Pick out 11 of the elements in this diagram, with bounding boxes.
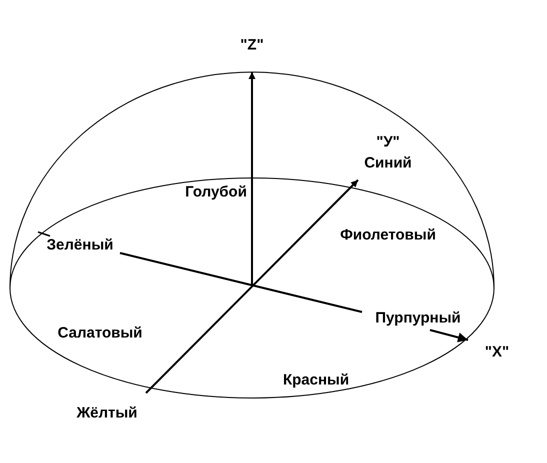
axis-label: "Z" — [240, 38, 264, 52]
region-label: Фиолетовый — [340, 228, 436, 242]
region-label: Пурпурный — [375, 310, 461, 326]
region-label: Салатовый — [58, 326, 142, 340]
axis-label: "X" — [484, 344, 510, 360]
region-label: Синий — [364, 156, 412, 170]
region-label: Голубой — [185, 184, 247, 200]
axis-label: "У" — [376, 134, 400, 150]
region-label: Красный — [282, 372, 350, 388]
region-label: Зелёный — [46, 238, 114, 252]
region-label: Жёлтый — [76, 406, 138, 420]
